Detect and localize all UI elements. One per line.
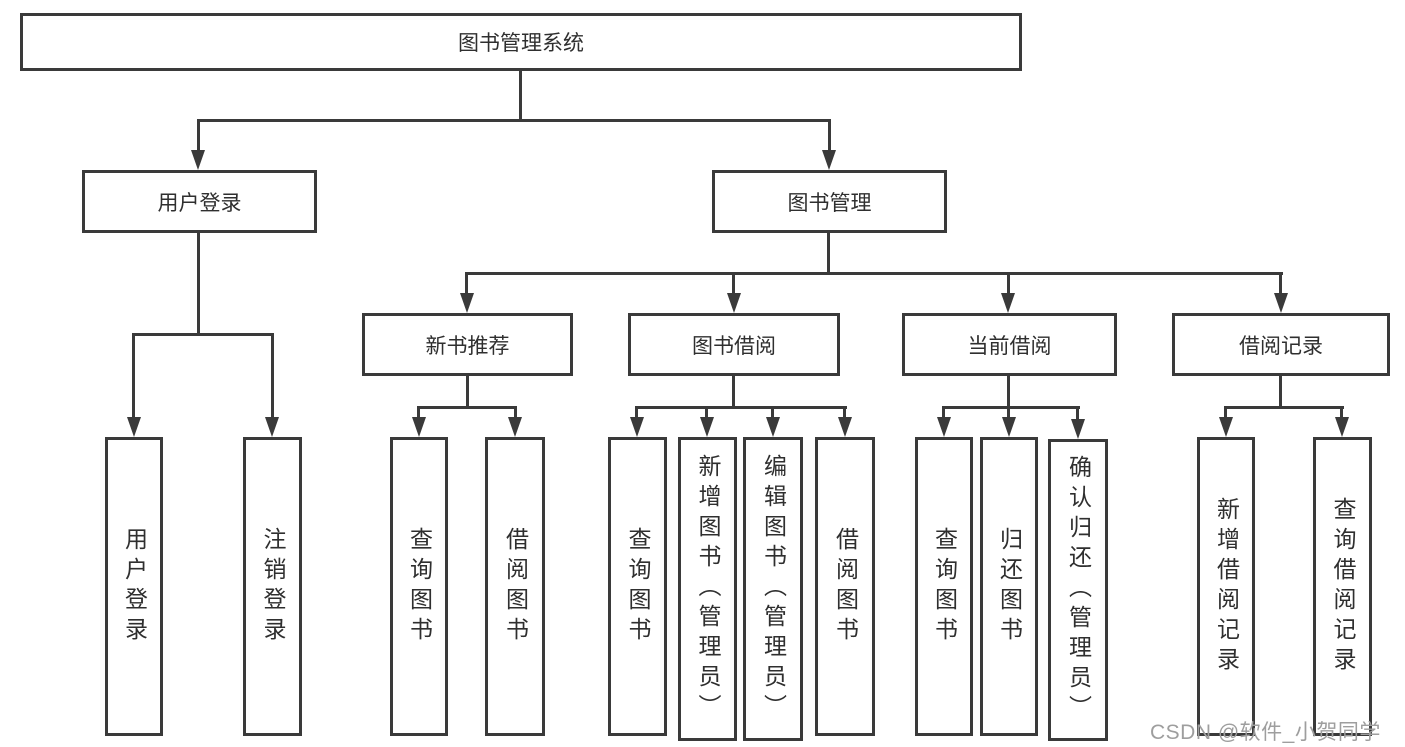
node-user-login: 用户登录 [82,170,317,233]
leaf-borrow-book: 借阅图书 [815,437,875,736]
connector-book-mgmt-bar [465,272,1283,275]
connector-borrow-stem [732,376,735,409]
arrowhead-down-icon [127,417,141,437]
node-user-login-label: 用户登录 [157,191,242,215]
leaf-borrow-query-book: 查询图书 [608,437,667,736]
leaf-borrow-query-book-label: 查询图书 [625,526,651,647]
connector-to-leaf-logout [271,333,274,419]
leaf-user-login-label: 用户登录 [121,526,148,647]
leaf-return-book: 归还图书 [980,437,1038,736]
connector-current-stem [1007,376,1010,409]
leaf-rec-query-book-label: 查询图书 [406,526,433,647]
connector-root-bar [197,119,831,122]
arrowhead-down-icon [1335,417,1349,437]
leaf-current-query-book-label: 查询图书 [931,526,958,647]
connector-user-login-bar [132,333,274,336]
connector-records-bar [1224,406,1344,409]
leaf-rec-borrow-book: 借阅图书 [485,437,545,736]
node-borrow-records: 借阅记录 [1172,313,1390,376]
leaf-edit-book-admin: 编辑图书（管理员） [743,437,803,741]
leaf-borrow-book-label: 借阅图书 [832,526,859,647]
connector-leaf [514,406,517,419]
leaf-current-query-book: 查询图书 [915,437,973,736]
node-current-borrow-label: 当前借阅 [967,334,1052,358]
leaf-logout: 注销登录 [243,437,302,736]
connector-to-borrow [732,272,735,295]
leaf-confirm-return-admin: 确认归还（管理员） [1048,439,1108,741]
connector-leaf [1224,406,1227,419]
leaf-query-borrow-record: 查询借阅记录 [1313,437,1372,736]
connector-to-user-login [197,119,200,153]
node-book-borrow-label: 图书借阅 [692,334,776,358]
leaf-query-borrow-record-label: 查询借阅记录 [1330,496,1356,677]
connector-leaf [843,406,846,419]
node-borrow-records-label: 借阅记录 [1239,334,1323,358]
arrowhead-down-icon [265,417,279,437]
connector-leaf [1340,406,1343,419]
csdn-watermark: CSDN @软件_小贺同学 [1150,721,1381,744]
connector-leaf [1076,406,1079,419]
arrowhead-down-icon [766,417,780,437]
arrowhead-down-icon [1219,417,1233,437]
connector-records-stem [1279,376,1282,409]
leaf-rec-borrow-book-label: 借阅图书 [502,526,529,647]
arrowhead-down-icon [1002,417,1016,437]
leaf-confirm-return-admin-label: 确认归还（管理员） [1065,455,1092,725]
connector-to-records [1279,272,1282,295]
arrowhead-down-icon [191,150,205,170]
arrowhead-down-icon [822,150,836,170]
node-new-book-rec: 新书推荐 [362,313,573,376]
connector-leaf [771,406,774,419]
arrowhead-down-icon [630,417,644,437]
arrowhead-down-icon [727,293,741,313]
connector-new-rec-bar [417,406,517,409]
leaf-add-borrow-record: 新增借阅记录 [1197,437,1255,736]
connector-leaf [1007,406,1010,419]
leaf-edit-book-admin-label: 编辑图书（管理员） [760,454,787,724]
arrowhead-down-icon [937,417,951,437]
node-root-system-label: 图书管理系统 [458,32,584,55]
connector-root-stem [519,70,522,122]
node-book-borrow: 图书借阅 [628,313,840,376]
arrowhead-down-icon [1274,293,1288,313]
arrowhead-down-icon [700,417,714,437]
leaf-return-book-label: 归还图书 [996,526,1023,647]
connector-to-new-rec [465,272,468,295]
connector-user-login-stem [197,233,200,336]
node-current-borrow: 当前借阅 [902,313,1117,376]
leaf-add-book-admin-label: 新增图书（管理员） [695,454,721,724]
connector-to-current [1007,272,1010,295]
node-root-system: 图书管理系统 [20,13,1022,71]
arrowhead-down-icon [460,293,474,313]
arrowhead-down-icon [838,417,852,437]
node-new-book-rec-label: 新书推荐 [425,334,510,358]
leaf-rec-query-book: 查询图书 [390,437,448,736]
connector-to-leaf-login [132,333,135,419]
arrowhead-down-icon [412,417,426,437]
connector-leaf [635,406,638,419]
connector-new-rec-stem [466,376,469,409]
connector-borrow-bar [635,406,847,409]
arrowhead-down-icon [508,417,522,437]
leaf-logout-label: 注销登录 [260,526,286,647]
connector-to-book-mgmt [828,119,831,153]
arrowhead-down-icon [1001,293,1015,313]
leaf-add-borrow-record-label: 新增借阅记录 [1213,496,1240,677]
connector-leaf [417,406,420,419]
arrowhead-down-icon [1071,419,1085,439]
leaf-user-login: 用户登录 [105,437,163,736]
node-book-mgmt-label: 图书管理 [787,191,872,215]
connector-leaf [942,406,945,419]
connector-current-bar [942,406,1080,409]
connector-book-mgmt-stem [827,233,830,275]
connector-leaf [705,406,708,419]
leaf-add-book-admin: 新增图书（管理员） [678,437,737,741]
node-book-mgmt: 图书管理 [712,170,947,233]
